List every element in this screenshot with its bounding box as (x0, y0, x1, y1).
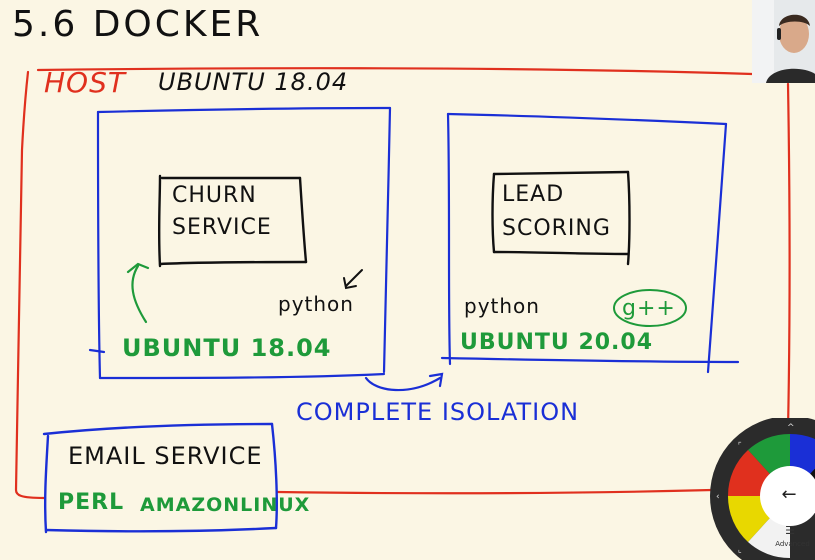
webcam-overlay (752, 0, 815, 83)
churn-container-box (88, 106, 392, 380)
lead-scoring-title: LEAD SCORING (502, 178, 611, 246)
python-check-mark (343, 269, 363, 290)
host-label: HOST (44, 66, 126, 99)
chevron-upleft-icon[interactable]: ⌜ (738, 441, 742, 450)
gpp-circle (613, 289, 687, 327)
advanced-label[interactable]: Advanced (775, 540, 810, 548)
pen-tool-wheel[interactable]: ^ ‹ ⌜ ⌞ (710, 418, 815, 560)
lead-extra-label: g++ (622, 296, 676, 321)
churn-title-line-2: SERVICE (172, 215, 272, 240)
churn-title-line-1: CHURN (172, 183, 257, 208)
email-service-title: EMAIL SERVICE (68, 442, 263, 470)
churn-service-box (157, 174, 308, 268)
email-os-label: AMAZONLINUX (140, 494, 311, 516)
wheel-center[interactable] (760, 466, 815, 526)
email-runtime-label: PERL (58, 490, 125, 515)
sliders-icon[interactable]: ☰ (785, 524, 795, 537)
lead-container-box (440, 112, 740, 374)
host-os-label: UBUNTU 18.04 (158, 68, 349, 96)
lead-title-line-1: LEAD (502, 182, 565, 207)
lead-os-label: UBUNTU 20.04 (460, 330, 654, 355)
churn-service-title: CHURN SERVICE (172, 180, 272, 244)
presenter-avatar (752, 0, 815, 83)
churn-green-arrow (126, 262, 150, 324)
chevron-up-icon[interactable]: ^ (787, 423, 795, 433)
lead-title-line-2: SCORING (502, 216, 611, 241)
churn-runtime-label: python (278, 292, 354, 316)
host-boundary (14, 67, 792, 500)
arrow-left-icon[interactable]: ← (781, 484, 797, 505)
isolation-link (364, 372, 444, 392)
churn-os-label: UBUNTU 18.04 (122, 334, 332, 362)
isolation-label: COMPLETE ISOLATION (296, 398, 580, 426)
chevron-left-icon[interactable]: ‹ (716, 492, 720, 502)
chevron-downleft-icon[interactable]: ⌞ (738, 545, 742, 554)
lead-scoring-box (491, 170, 631, 266)
page-title: 5.6 DOCKER (12, 4, 264, 45)
lead-runtime-label: python (464, 294, 540, 318)
email-service-box (42, 422, 278, 534)
